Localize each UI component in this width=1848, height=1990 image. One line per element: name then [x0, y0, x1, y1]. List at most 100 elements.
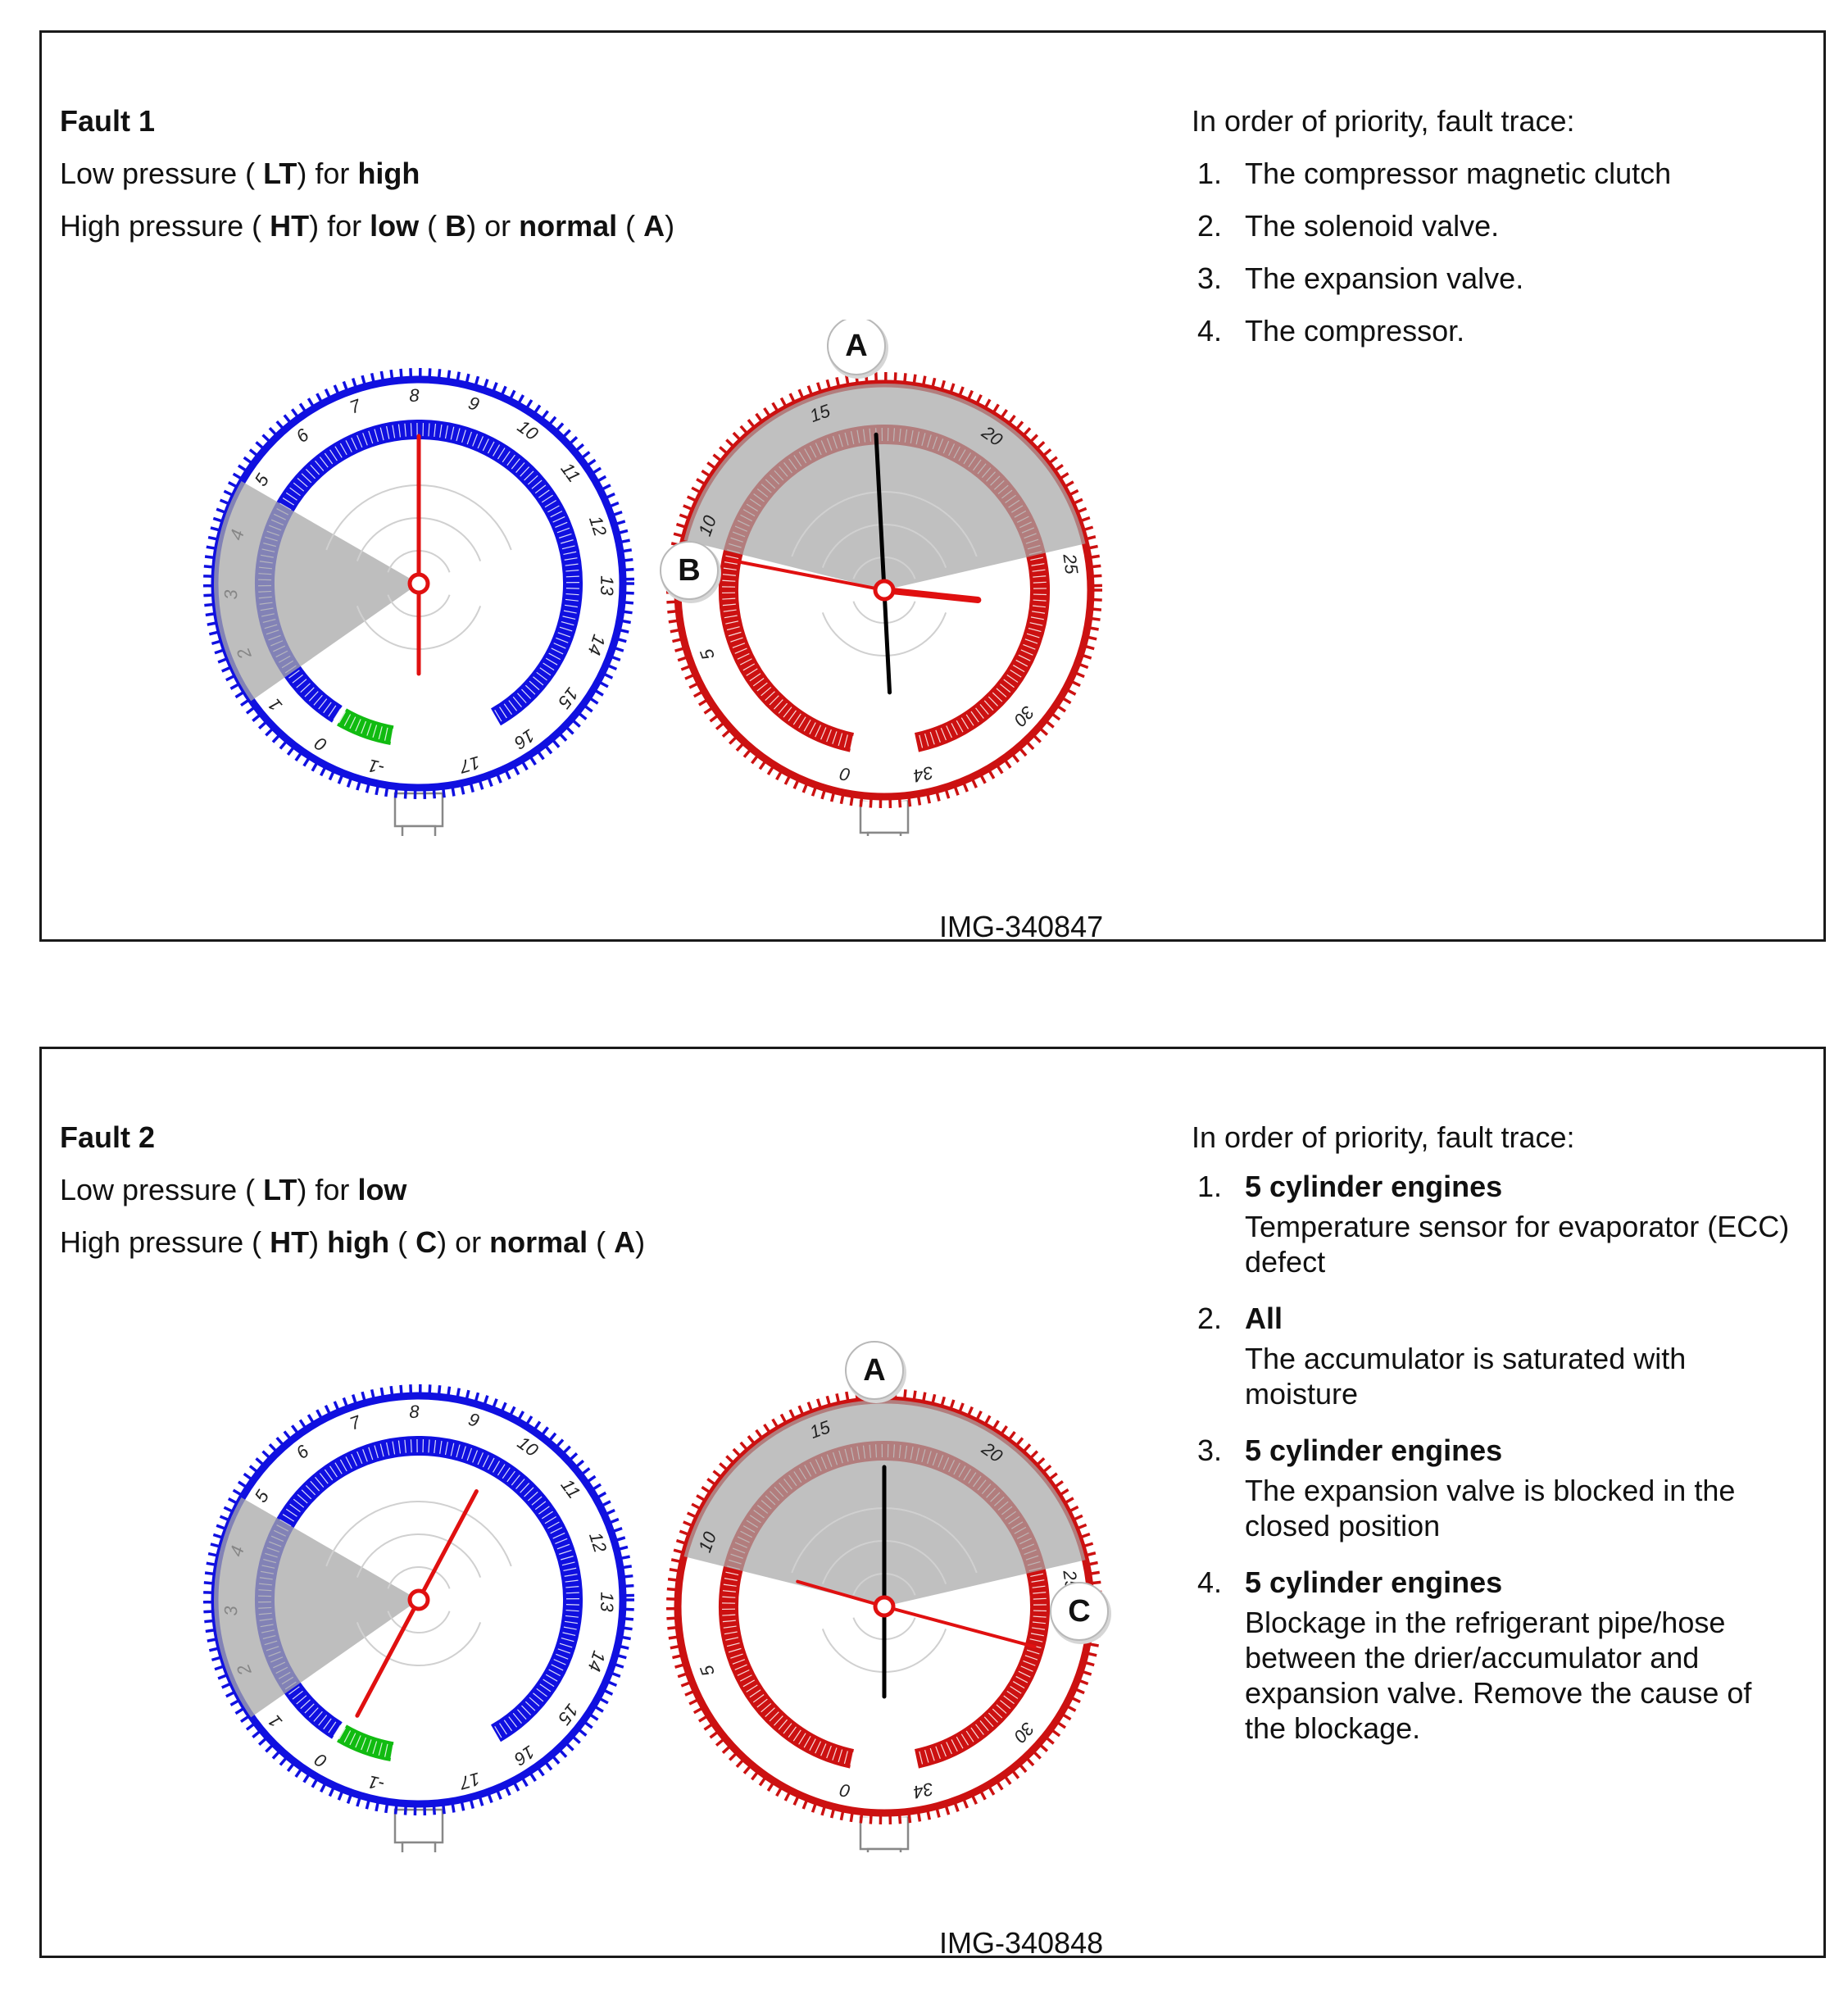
dial-arc [821, 612, 947, 657]
text: ) for [297, 1173, 358, 1206]
item-description: The accumulator is saturated with moistu… [1245, 1342, 1687, 1411]
scale-ticks [338, 1727, 394, 1759]
list-item: 2.The solenoid valve. [1192, 200, 1798, 252]
ht-callout-2: A [614, 1225, 636, 1259]
vacuum-band [337, 708, 394, 745]
lt-code: LT [263, 157, 297, 190]
needle-pivot [407, 572, 430, 595]
text: ( [617, 209, 644, 243]
fault-2-panel: Fault 2 Low pressure ( LT) for low High … [39, 1047, 1826, 1960]
needle-pivot [873, 1595, 896, 1618]
item-title: 5 cylinder engines [1245, 1565, 1503, 1599]
fault-1-high-pressure: High pressure ( HT) for low ( B) or norm… [60, 200, 674, 252]
image-caption: IMG-340848 [939, 1926, 1104, 1960]
callout-circle [1050, 1582, 1109, 1641]
item-number: 2. [1197, 209, 1223, 243]
item-title: All [1245, 1302, 1283, 1335]
item-number: 3. [1197, 261, 1223, 295]
list-item: 1. The compressor magnetic clutch [1192, 148, 1798, 200]
text: ) for [309, 209, 370, 243]
text: ( [419, 209, 446, 243]
dial-arc [356, 1533, 482, 1578]
low-range-zone [214, 1497, 419, 1718]
trace-heading: In order of priority, fault trace: [1192, 104, 1575, 138]
ht-code: HT [270, 209, 310, 243]
gauge-rim-teeth [202, 1383, 634, 1815]
gauge-rim-teeth [202, 367, 634, 799]
fault-1-low-pressure: Low pressure ( LT) for high [60, 148, 674, 200]
lt-state: low [357, 1173, 407, 1206]
dial-arc [821, 524, 947, 568]
text: ) [665, 209, 675, 243]
gauge-connector [401, 825, 437, 836]
low-pressure-gauge: -101234567891011121314151617 [202, 1383, 634, 1852]
item-text: The compressor magnetic clutch [1245, 157, 1672, 190]
gauge-connector [866, 1847, 902, 1852]
callout-label: A [863, 1353, 885, 1388]
scale-label: 13 [597, 1592, 617, 1612]
callout-label: A [845, 329, 867, 363]
fault-2-low-pressure: Low pressure ( LT) for low [60, 1164, 645, 1216]
scale-label: 25 [1059, 552, 1082, 575]
item-number: 2. [1197, 1302, 1223, 1335]
fault-2-high-pressure: High pressure ( HT) high ( C) or normal … [60, 1216, 645, 1269]
scale-label: 8 [409, 385, 420, 406]
item-number: 1. [1197, 1170, 1223, 1203]
ht-callout-1: B [445, 209, 467, 243]
dial-arc [387, 1611, 451, 1633]
list-item: 3.The expansion valve. [1192, 252, 1798, 305]
callout-label: B [678, 553, 700, 588]
item-number: 1. [1197, 157, 1223, 190]
gauge-connector [866, 831, 902, 836]
scale-gap [853, 590, 915, 766]
gauge-connector [401, 1841, 437, 1852]
text: ) or [466, 209, 520, 243]
normal-range-zone [683, 383, 1086, 590]
ht-state-2: normal [489, 1225, 588, 1259]
list-item: 4.The compressor. [1192, 305, 1798, 357]
fault-2-conditions: Fault 2 Low pressure ( LT) for low High … [60, 1111, 645, 1269]
gauge-rim-teeth [665, 371, 1102, 808]
lt-state: high [357, 157, 420, 190]
dial-arc [387, 1566, 451, 1589]
pressure-gauges-illustration: -101234567891011121314151617051015202530… [202, 320, 1102, 836]
text: ( [588, 1225, 615, 1259]
item-description: The expansion valve is blocked in the cl… [1245, 1474, 1736, 1542]
high-needle [725, 557, 890, 593]
scale-label: 34 [911, 762, 935, 787]
text: Low pressure ( [60, 157, 264, 190]
item-number: 3. [1197, 1433, 1223, 1467]
ht-state-2: normal [519, 209, 618, 243]
item-title: 5 cylinder engines [1245, 1433, 1503, 1467]
fault-2-trace: In order of priority, fault trace: 1.5 c… [1192, 1111, 1798, 1762]
dial-arc [356, 1622, 482, 1666]
callout-circle [845, 1341, 904, 1400]
item-description: Temperature sensor for evaporator (ECC) … [1245, 1210, 1790, 1279]
fault-1-trace: In order of priority, fault trace: 1. The… [1192, 95, 1798, 357]
item-number: 4. [1197, 1565, 1223, 1599]
text: ) [309, 1225, 328, 1259]
ht-state-1: high [327, 1225, 390, 1259]
fault-1-panel: Fault 1 Low pressure ( LT) for high High… [39, 30, 1826, 943]
image-caption: IMG-340847 [939, 910, 1104, 943]
ht-state-1: low [370, 209, 420, 243]
item-title: 5 cylinder engines [1245, 1170, 1503, 1203]
lt-code: LT [263, 1173, 297, 1206]
fault-1-title: Fault 1 [60, 104, 156, 138]
item-number: 4. [1197, 314, 1223, 348]
vacuum-band [337, 1724, 394, 1761]
scale-label: 34 [911, 1779, 935, 1803]
ht-callout-1: C [415, 1225, 438, 1259]
fault-2-title: Fault 2 [60, 1120, 156, 1154]
text: ( [389, 1225, 416, 1259]
needle-pivot [873, 579, 896, 602]
text: Low pressure ( [60, 1173, 264, 1206]
needle-pivot [407, 1588, 430, 1611]
text: ) [635, 1225, 646, 1259]
